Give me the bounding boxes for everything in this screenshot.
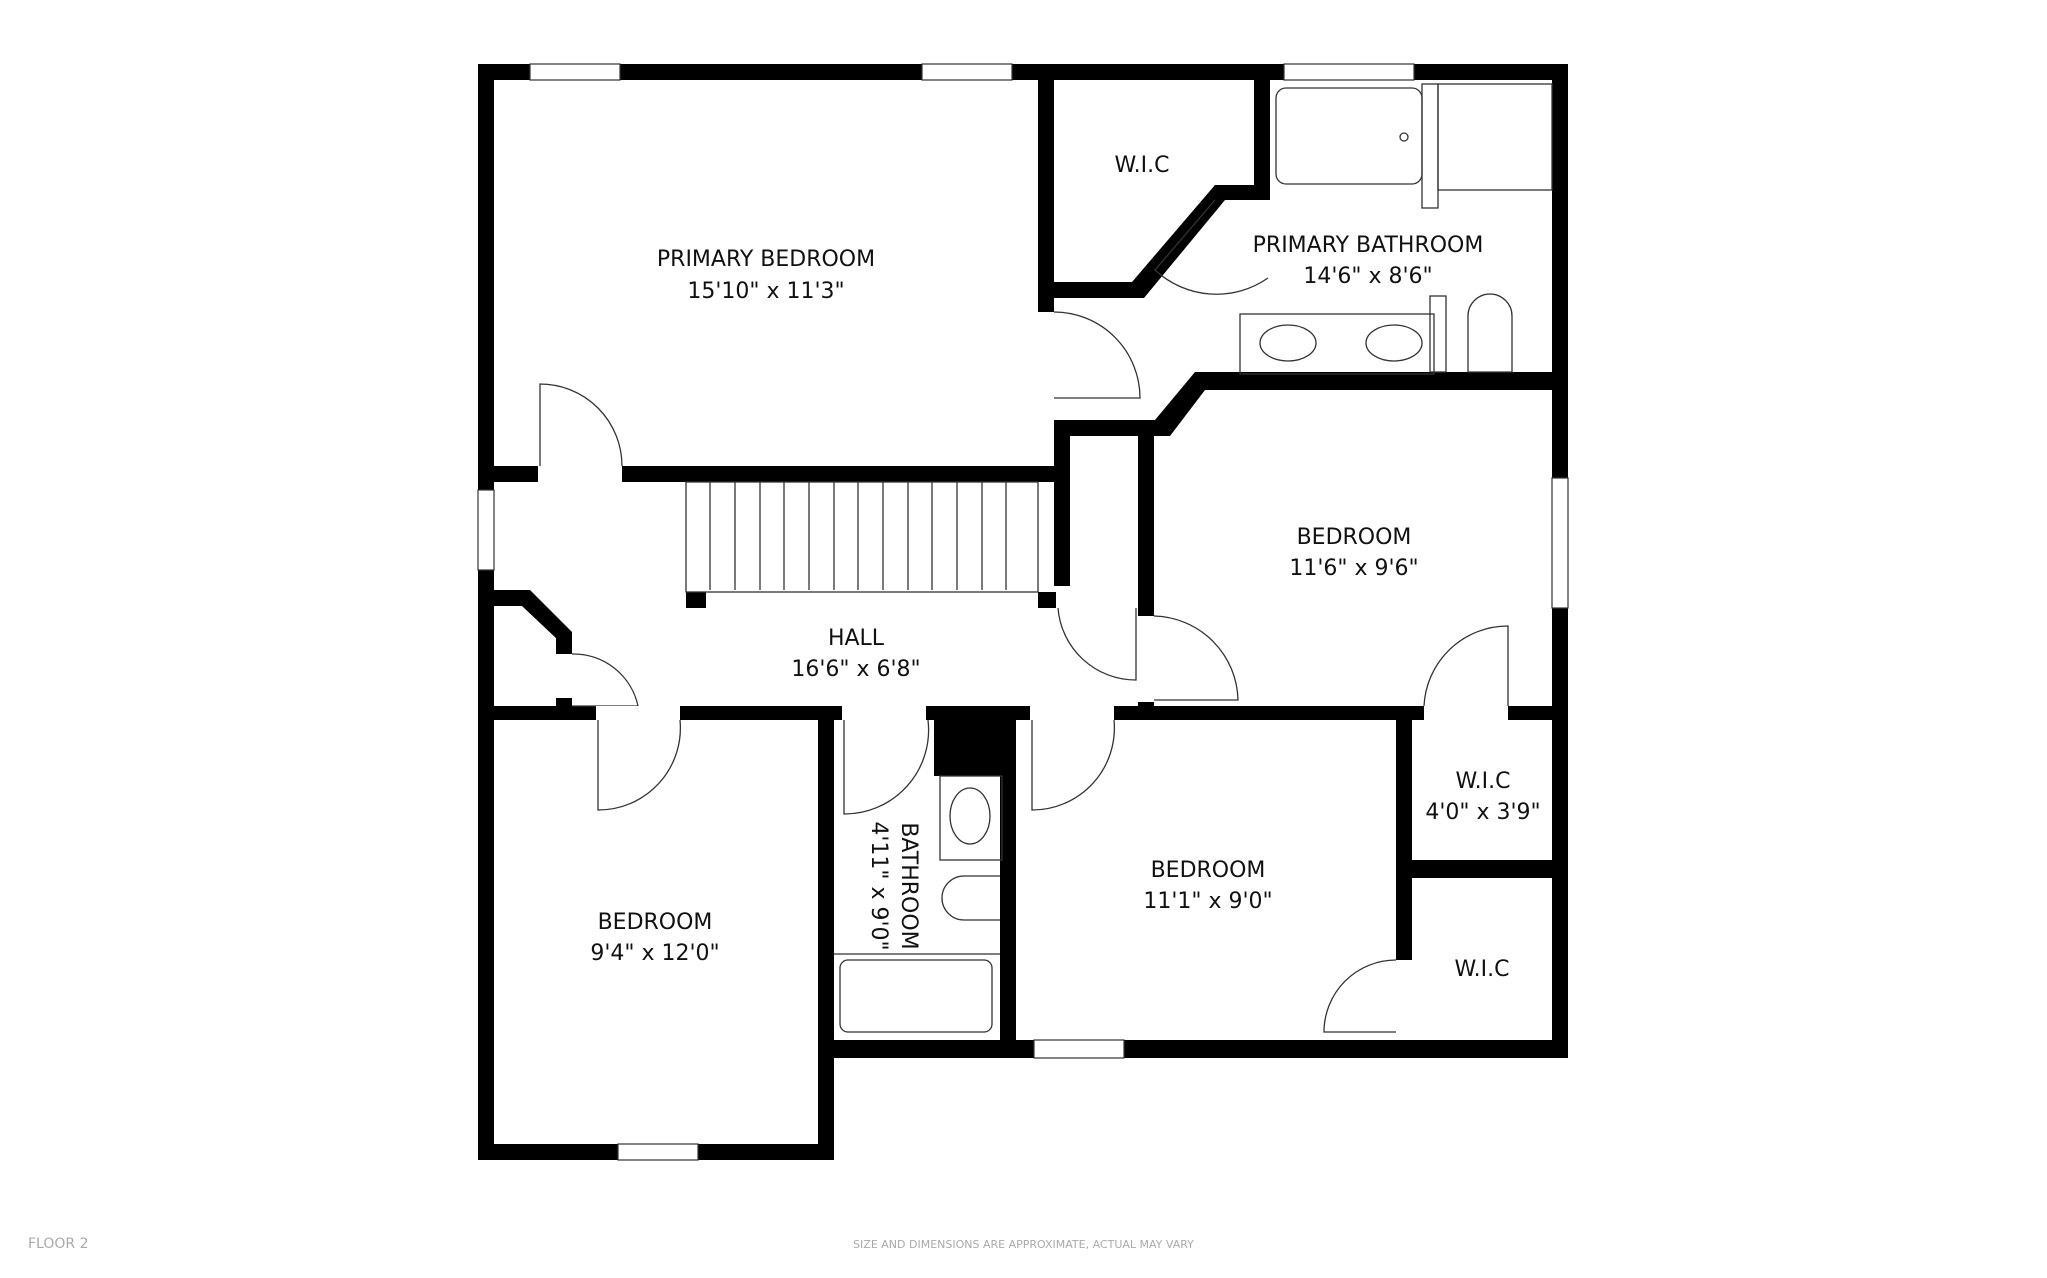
room-name-wic-small: W.I.C: [1455, 769, 1510, 794]
windows: [477, 63, 1569, 1161]
bathroom-fixtures: [834, 775, 1003, 1033]
floor-label: FLOOR 2: [28, 1236, 89, 1252]
disclaimer-text: SIZE AND DIMENSIONS ARE APPROXIMATE, ACT…: [853, 1238, 1194, 1251]
room-dims-bedroom-east: 11'6" x 9'6": [1289, 556, 1418, 581]
room-name-wic-bottom: W.I.C: [1454, 957, 1509, 982]
room-name-hall: HALL: [828, 626, 885, 651]
room-dims-primary-bedroom: 15'10" x 11'3": [687, 279, 844, 304]
room-dims-bathroom: 4'11" x 9'0": [866, 821, 891, 950]
room-name-bedroom-south: BEDROOM: [1151, 858, 1266, 883]
room-dims-bedroom-sw: 9'4" x 12'0": [590, 941, 719, 966]
room-name-bedroom-sw: BEDROOM: [598, 910, 713, 935]
room-dims-primary-bathroom: 14'6" x 8'6": [1303, 264, 1432, 289]
room-name-primary-bathroom: PRIMARY BATHROOM: [1253, 233, 1484, 258]
doors: [538, 199, 1509, 1040]
room-dims-hall: 16'6" x 6'8": [791, 657, 920, 682]
room-name-bathroom: BATHROOM: [896, 822, 921, 949]
room-dims-wic-small: 4'0" x 3'9": [1425, 800, 1540, 825]
room-name-bedroom-east: BEDROOM: [1297, 525, 1412, 550]
primary-bath-fixtures: [1239, 83, 1553, 375]
room-name-primary-bedroom: PRIMARY BEDROOM: [657, 247, 875, 272]
room-dims-bedroom-south: 11'1" x 9'0": [1143, 889, 1272, 914]
staircase: [685, 481, 1039, 593]
room-labels: PRIMARY BEDROOM 15'10" x 11'3" W.I.C PRI…: [590, 153, 1540, 982]
room-name-wic-top: W.I.C: [1114, 153, 1169, 178]
